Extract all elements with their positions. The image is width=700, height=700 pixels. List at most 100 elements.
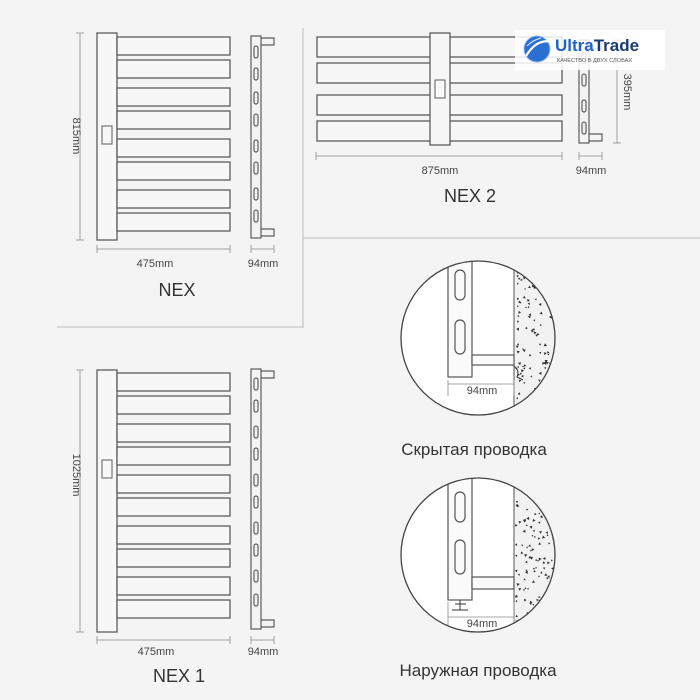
wall-texture-particle	[549, 478, 553, 481]
wall-texture-particle	[516, 275, 519, 278]
wall-texture-particle	[529, 600, 533, 604]
hidden-wiring-detail: 94mm Скрытая проводка	[400, 258, 562, 459]
wall-texture-particle	[531, 548, 535, 552]
wall-texture-particle	[540, 267, 543, 270]
wall-texture-particle	[520, 278, 523, 281]
wall-texture-particle	[556, 592, 558, 594]
wall-texture-particle	[516, 411, 519, 415]
wall-texture-particle	[521, 478, 525, 480]
external-detail-outline	[400, 477, 556, 633]
wall-texture-particle	[546, 534, 549, 537]
wall-texture-particle	[550, 589, 553, 592]
wall-texture-particle	[538, 611, 541, 615]
external-wiring-detail: 94mm Наружная проводка	[399, 477, 563, 680]
wall-texture-particle	[551, 407, 555, 411]
wall-texture-particle	[542, 381, 545, 384]
wall-texture-particle	[532, 262, 536, 266]
wall-texture-particle	[519, 622, 523, 625]
brand-logo: UltraTrade КАЧЕСТВО В ДВУХ СЛОВАХ	[515, 30, 665, 70]
section-dividers	[57, 28, 700, 328]
wall-texture-particle	[553, 315, 555, 318]
nex1-frame	[96, 369, 118, 633]
wall-texture-particle	[527, 587, 529, 590]
wall-texture-particle	[554, 579, 555, 583]
wall-texture-particle	[548, 395, 552, 398]
wall-texture-particle	[524, 258, 527, 261]
nex1-bar	[116, 497, 231, 517]
wall-texture-particle	[539, 351, 542, 354]
wall-texture-particle	[531, 284, 535, 288]
wall-texture-particle	[538, 557, 542, 561]
wall-texture-particle	[527, 315, 531, 319]
wall-texture-particle	[547, 625, 551, 629]
wall-texture-particle	[516, 407, 519, 410]
wall-texture-particle	[520, 369, 524, 373]
wall-texture-particle	[556, 286, 558, 288]
wall-texture-particle	[535, 566, 538, 569]
wall-texture-particle	[519, 629, 522, 632]
wall-texture-particle	[532, 603, 535, 606]
wall-texture-particle	[518, 520, 522, 524]
nex1-bar	[116, 599, 231, 619]
wall-texture-particle	[526, 624, 530, 626]
wall-texture-particle	[522, 277, 526, 280]
wall-texture-particle	[543, 361, 547, 365]
wall-texture-particle	[547, 373, 550, 377]
wall-texture-particle	[537, 497, 541, 500]
wall-texture-particle	[532, 580, 536, 584]
wall-texture-particle	[518, 379, 522, 383]
wall-texture-particle	[546, 387, 550, 391]
wall-texture-particle	[551, 591, 554, 595]
wall-texture-particle	[524, 288, 527, 290]
wall-texture-particle	[559, 306, 562, 308]
wall-texture-particle	[558, 524, 560, 526]
nex1-bar	[116, 423, 231, 443]
wall-texture-particle	[544, 488, 547, 491]
wall-texture-particle	[543, 352, 547, 356]
nex2-height-label: 395mm	[621, 74, 633, 111]
wall-texture-particle	[515, 614, 518, 618]
wall-texture-particle	[559, 586, 561, 588]
nex-bar	[116, 59, 231, 79]
wall-texture-particle	[537, 575, 540, 578]
wall-texture-particle	[518, 362, 522, 366]
wall-texture-particle	[522, 589, 525, 592]
wall-texture-particle	[524, 306, 527, 309]
nex-height-label: 815mm	[70, 118, 82, 155]
nex-bracket-bottom	[261, 228, 275, 237]
wall-texture-particle	[534, 629, 538, 632]
external-rail	[447, 478, 515, 601]
external-wall-section	[514, 478, 555, 632]
wall-texture-particle	[553, 290, 555, 294]
nex2-slot	[581, 73, 587, 87]
wall-texture-particle	[530, 549, 533, 552]
nex1-side-rail	[250, 368, 262, 630]
wall-texture-particle	[544, 367, 547, 370]
wall-texture-particle	[539, 492, 543, 496]
wall-texture-particle	[545, 479, 549, 482]
wall-texture-particle	[544, 627, 548, 631]
hidden-detail-outline	[400, 260, 556, 416]
wall-texture-particle	[518, 588, 522, 591]
wall-texture-particle	[527, 302, 530, 306]
wall-texture-particle	[537, 393, 540, 396]
wall-texture-particle	[560, 541, 563, 544]
wall-texture-particle	[550, 505, 553, 508]
nex1-control-unit	[101, 459, 113, 479]
wall-texture-particle	[533, 276, 536, 279]
wall-texture-particle	[526, 274, 530, 278]
wall-texture-particle	[525, 524, 528, 527]
wall-texture-particle	[534, 263, 538, 266]
nex1-bracket-top	[261, 370, 275, 379]
wall-texture-particle	[538, 491, 542, 495]
wall-texture-particle	[525, 569, 528, 572]
wall-texture-particle	[530, 328, 534, 332]
wall-texture-particle	[555, 601, 557, 603]
external-depth-dimension	[447, 602, 515, 626]
wall-texture-particle	[524, 587, 527, 590]
nex2-slot	[581, 121, 587, 135]
wall-texture-particle	[538, 512, 541, 515]
nex-slot	[253, 91, 259, 105]
wall-texture-particle	[531, 330, 534, 333]
